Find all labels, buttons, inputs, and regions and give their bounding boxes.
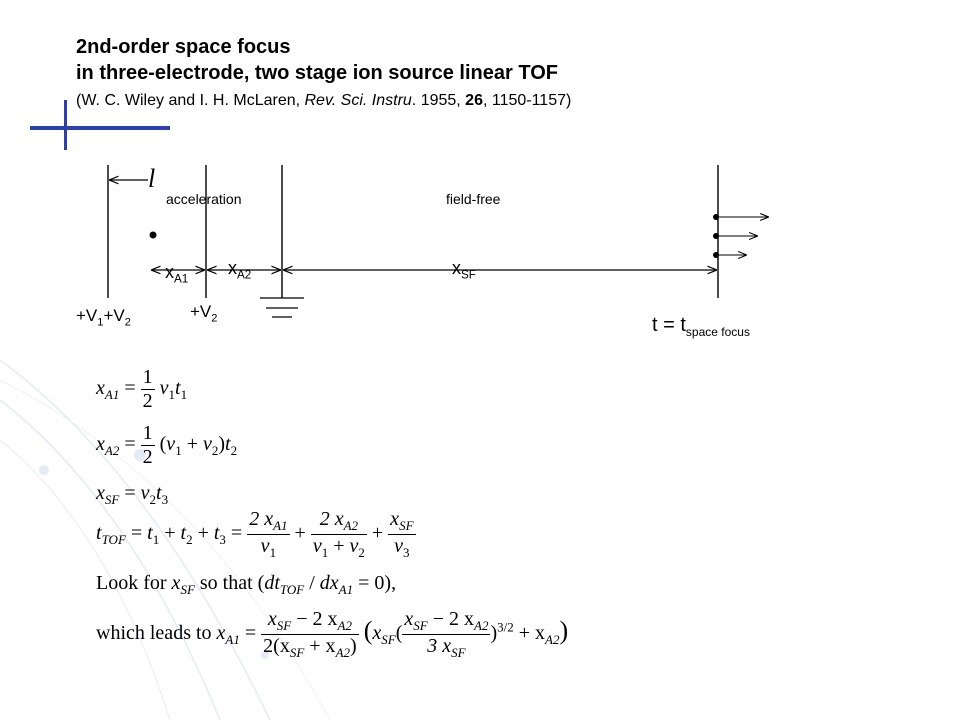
l-label: l	[148, 164, 156, 193]
xA1-label: xA1	[165, 262, 189, 286]
t-space-focus-label: t = tspace focus	[652, 314, 750, 339]
acceleration-label: acceleration	[166, 191, 242, 207]
equation-xSF: xSF = v2t3	[96, 482, 169, 507]
tof-diagram	[107, 165, 960, 318]
field-free-label: field-free	[446, 191, 501, 207]
look-for-statement: Look for xSF so that (dtTOF / dxA1 = 0),	[96, 572, 397, 597]
title-line-1: 2nd-order space focus	[76, 36, 291, 58]
accent-bar-vertical	[64, 100, 67, 150]
xSF-label: xSF	[452, 258, 476, 282]
xA2-label: xA2	[228, 258, 252, 282]
accent-bar-horizontal	[30, 126, 170, 130]
v2-label: +V2	[190, 302, 218, 325]
v1-v2-label: +V1+V2	[76, 306, 131, 329]
title-line-2: in three-electrode, two stage ion source…	[76, 62, 558, 84]
citation: (W. C. Wiley and I. H. McLaren, Rev. Sci…	[76, 92, 572, 109]
ion-dot	[149, 231, 157, 239]
